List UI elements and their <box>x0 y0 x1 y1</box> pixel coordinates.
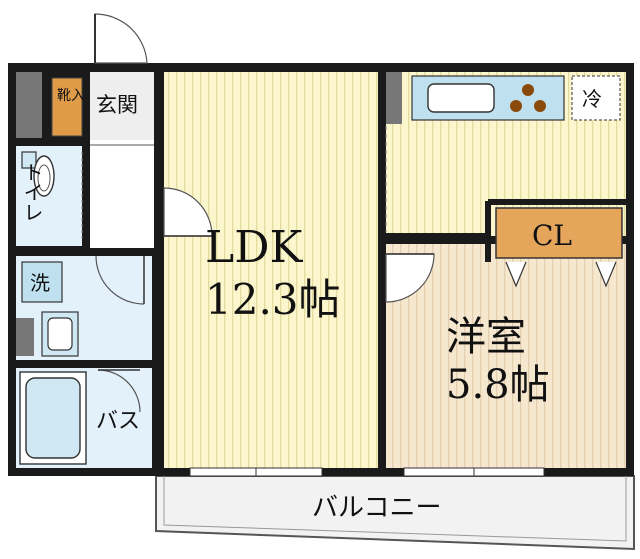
pillar-kitchen <box>386 72 402 124</box>
shoe-box-label: 靴入 <box>57 88 85 104</box>
fridge <box>571 75 621 121</box>
pillar-wash <box>16 318 34 356</box>
toilet-bowl-icon <box>21 151 55 197</box>
closet-door-icon <box>505 261 617 288</box>
stove-burners-icon <box>510 84 546 112</box>
washroom-door-swing-icon <box>95 255 145 305</box>
genkan-floor <box>90 72 154 140</box>
bathtub-icon <box>19 371 87 465</box>
shoe-box <box>51 77 83 137</box>
ldk-door-swing-icon <box>163 187 213 237</box>
bath-label: バス <box>96 409 140 434</box>
corridor <box>90 140 154 248</box>
western-door-swing-icon <box>385 253 435 303</box>
genkan-label: 玄関 <box>96 93 138 117</box>
western-name: 洋室 <box>446 314 526 360</box>
balcony-label: バルコニー <box>312 493 441 523</box>
ldk-floor <box>164 72 378 468</box>
western-size: 5.8帖 <box>446 362 550 408</box>
entrance-door-swing-icon <box>94 13 148 64</box>
ldk-name: LDK <box>205 222 303 273</box>
toilet-label: トイレ <box>20 162 44 222</box>
closet <box>495 207 623 259</box>
sink-icon <box>427 83 495 113</box>
window-ldk <box>189 467 323 477</box>
pillar-entrance <box>16 72 42 138</box>
fridge-label: 冷 <box>582 87 602 111</box>
closet-label: CL <box>532 219 572 252</box>
washbasin-icon <box>41 311 79 357</box>
ldk-size: 12.3帖 <box>205 275 341 324</box>
bath-door-swing-icon <box>97 369 141 413</box>
washer-pan <box>21 261 63 303</box>
window-western <box>403 467 545 477</box>
washer-label: 洗 <box>30 271 50 295</box>
